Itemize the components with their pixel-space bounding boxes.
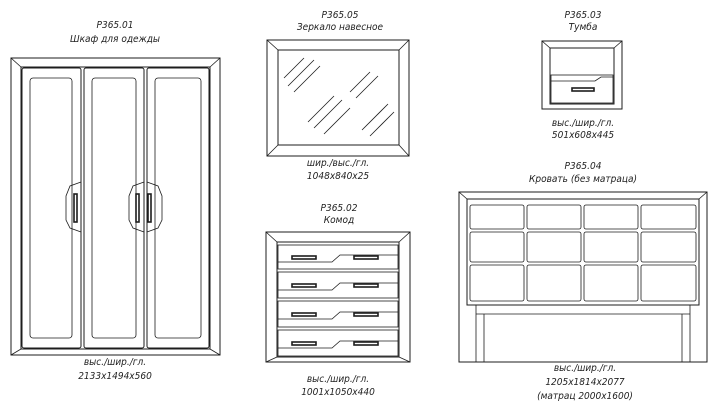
dresser-drawing	[265, 231, 411, 363]
mirror-name: Зеркало навесное	[296, 22, 384, 33]
dresser-dims-label: выс./шир./гл.	[306, 374, 370, 385]
bed-drawing	[458, 191, 708, 363]
mirror-dims: 1048х840х25	[306, 171, 370, 182]
wardrobe-dims-label: выс./шир./гл.	[83, 357, 147, 368]
dresser-dims: 1001х1050х440	[301, 387, 375, 398]
wardrobe-code: Р365.01	[96, 20, 134, 31]
bed-dims: 1205х1814х2077	[545, 377, 625, 388]
bed-dims-label: выс./шир./гл.	[553, 363, 617, 374]
mirror-dims-label: шир./выс./гл.	[306, 158, 370, 169]
nightstand-drawing	[541, 40, 623, 110]
dresser-code: Р365.02	[320, 203, 358, 214]
mirror-code: Р365.05	[321, 10, 359, 21]
dresser-name: Комод	[323, 215, 355, 226]
nightstand-name: Тумба	[568, 22, 598, 33]
nightstand-dims: 501х608х445	[551, 130, 615, 141]
nightstand-code: Р365.03	[564, 10, 602, 21]
nightstand-dims-label: выс./шир./гл.	[551, 118, 615, 129]
headboard-panels	[469, 204, 697, 302]
bed-name: Кровать (без матраца)	[529, 174, 637, 185]
wardrobe-dims: 2133х1494х560	[78, 371, 152, 382]
wardrobe-name: Шкаф для одежды	[69, 34, 161, 45]
mirror-drawing	[266, 39, 410, 157]
bed-code: Р365.04	[564, 161, 602, 172]
bed-mattress-note: (матрац 2000х1600)	[537, 391, 633, 402]
wardrobe-drawing	[10, 57, 221, 356]
